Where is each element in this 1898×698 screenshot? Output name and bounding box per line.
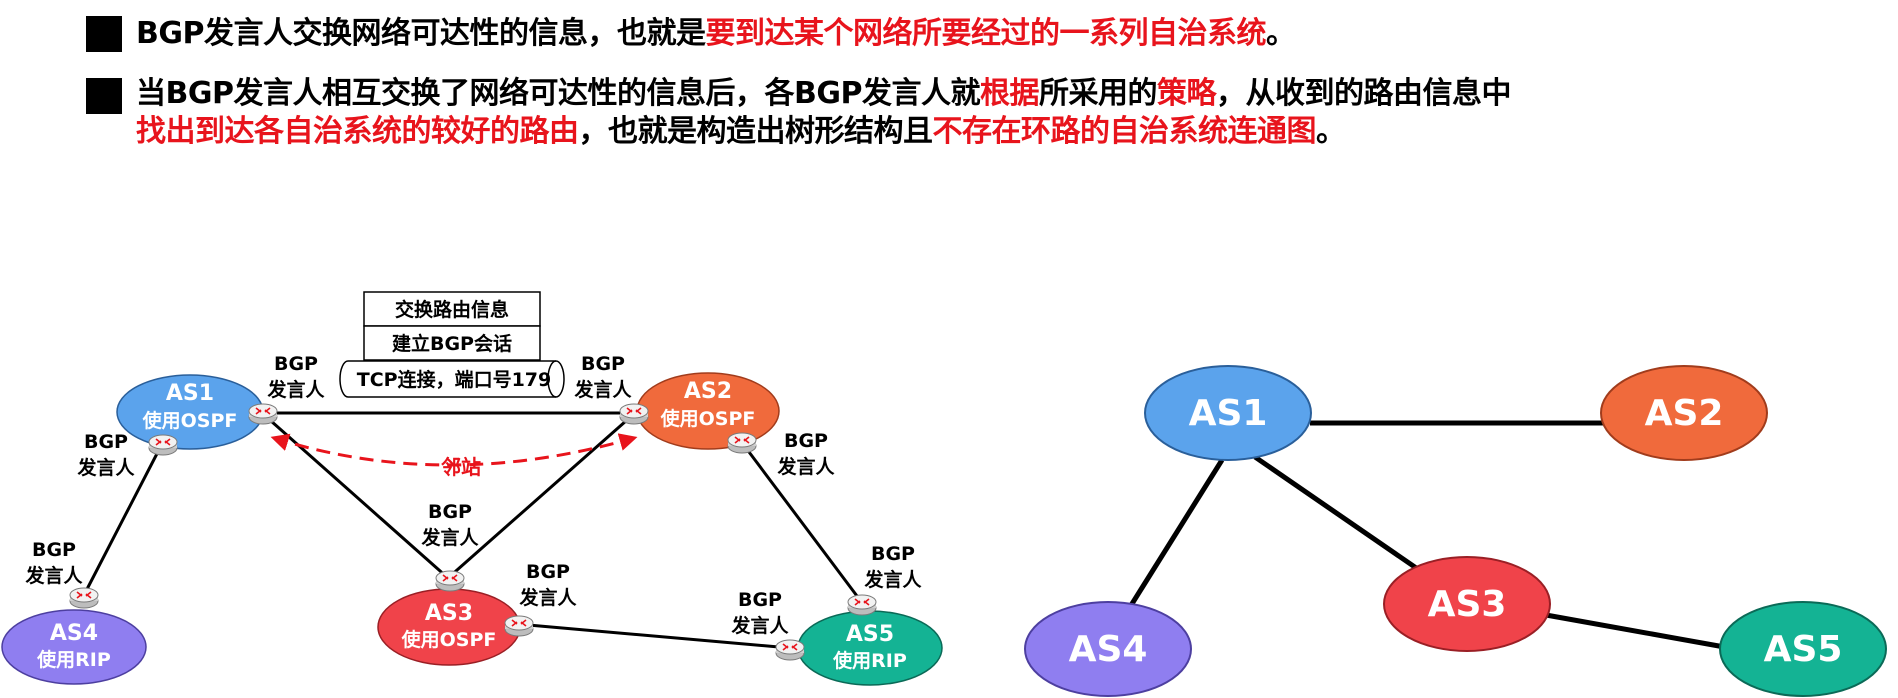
bullet-1-seg-2: 要到达某个网络所要经过的一系列自治系统: [705, 16, 1266, 51]
stack-label-1: 交换路由信息: [395, 298, 509, 321]
bullet-2-l1-seg-5: ，从收到的路由信息中: [1215, 76, 1512, 111]
speaker-label-role: 发言人: [863, 568, 922, 591]
speaker-label-role: 发言人: [730, 614, 789, 637]
tree-as1-label: AS1: [1189, 393, 1268, 434]
tree-as2-ellipse: [1600, 365, 1768, 461]
node-as2: AS2 使用OSPF: [636, 372, 780, 450]
bullet-2-l1-seg-3: 所采用的: [1038, 76, 1158, 111]
speaker-label-bgp: BGP: [274, 353, 318, 375]
speaker-label-bgp: BGP: [428, 501, 472, 523]
neighbor-arrow: [270, 433, 638, 467]
tree-as5-label: AS5: [1764, 629, 1843, 670]
bullet-1-seg-1: BGP发言人交换网络可达性的信息，也就是: [136, 16, 706, 51]
tree-link-as1-as4: [1122, 458, 1225, 617]
router-icon: [69, 587, 99, 609]
router-icon: [435, 570, 465, 592]
stack-box-2: [363, 325, 541, 361]
as3-protocol: 使用OSPF: [401, 629, 497, 651]
tree-node-as5: AS5: [1719, 601, 1887, 697]
speaker-label-role: 发言人: [573, 378, 632, 401]
bullet-marker-2: [86, 78, 122, 114]
as2-protocol: 使用OSPF: [660, 408, 756, 430]
as4-ellipse: [1, 609, 147, 685]
speaker-label-role: 发言人: [76, 456, 135, 479]
node-as5: AS5 使用RIP: [797, 610, 943, 686]
bullet-1-seg-3: 。: [1265, 16, 1296, 51]
router-icon: [248, 403, 278, 425]
stack-label-2: 建立BGP会话: [392, 332, 512, 355]
speaker-label-role: 发言人: [24, 564, 83, 587]
tree-node-as1: AS1: [1144, 365, 1312, 461]
speaker-label-role: 发言人: [420, 526, 479, 549]
protocol-stack: 交换路由信息 建立BGP会话 TCP连接，端口号179: [339, 291, 565, 398]
node-as1: AS1 使用OSPF: [116, 374, 264, 450]
as4-protocol: 使用RIP: [36, 649, 111, 671]
bullet-marker-1: [86, 16, 122, 52]
link-as2-as5: [738, 439, 862, 601]
link-as1-as4: [82, 441, 165, 596]
tree-as4-ellipse: [1024, 601, 1192, 697]
bullet-2-line-1: 当BGP发言人相互交换了网络可达性的信息后，各BGP发言人就根据所采用的策略，从…: [136, 74, 1511, 114]
router-icon: [775, 639, 805, 661]
router-icon: [847, 594, 877, 616]
speaker-label-bgp: BGP: [738, 589, 782, 611]
tree-node-as2: AS2: [1600, 365, 1768, 461]
router-icon: [619, 403, 649, 425]
speaker-labels: BGP 发言人 BGP 发言人 BGP 发言人 BGP 发言人 BGP 发言人 …: [24, 353, 922, 637]
neighbor-label: 邻站: [441, 455, 481, 479]
bullet-2-l1-seg-1: 当BGP发言人相互交换了网络可达性的信息后，各BGP发言人就: [136, 76, 980, 111]
node-as4: AS4 使用RIP: [1, 609, 147, 685]
bullet-2-line-2: 找出到达各自治系统的较好的路由，也就是构造出树形结构且不存在环路的自治系统连通图…: [136, 112, 1346, 152]
tree-as3-label: AS3: [1428, 584, 1507, 625]
speaker-label-role: 发言人: [518, 586, 577, 609]
router-icon: [148, 434, 178, 456]
speaker-label-bgp: BGP: [581, 353, 625, 375]
as5-protocol: 使用RIP: [832, 650, 907, 672]
speaker-label-bgp: BGP: [871, 543, 915, 565]
speaker-label-bgp: BGP: [32, 539, 76, 561]
stack-label-3: TCP连接，端口号179: [357, 368, 552, 391]
as5-name: AS5: [846, 622, 894, 647]
as3-name: AS3: [425, 601, 473, 626]
tree-link-as3-as5: [1545, 612, 1731, 651]
speaker-label-bgp: BGP: [526, 561, 570, 583]
as4-name: AS4: [50, 621, 98, 646]
tree-as3-ellipse: [1383, 556, 1551, 652]
link-as2-as3: [447, 411, 636, 580]
tree-as2-label: AS2: [1645, 393, 1724, 434]
bullet-2-l2-seg-2: ，也就是构造出树形结构且: [578, 114, 934, 149]
bullet-2-l1-seg-2: 根据: [979, 76, 1040, 111]
router-icon: [504, 615, 534, 637]
tree-as4-label: AS4: [1069, 629, 1148, 670]
bullet-2-l2-seg-3: 不存在环路的自治系统连通图: [932, 114, 1317, 149]
tree-node-as3: AS3: [1383, 556, 1551, 652]
speaker-label-role: 发言人: [266, 378, 325, 401]
tree-as1-ellipse: [1144, 365, 1312, 461]
bullet-2-l2-seg-4: 。: [1316, 114, 1346, 149]
left-links: [82, 411, 862, 650]
node-as3: AS3 使用OSPF: [377, 588, 521, 666]
stack-box-1: [363, 291, 541, 327]
link-as3-as5: [516, 622, 791, 650]
tree-as5-ellipse: [1719, 601, 1887, 697]
bullet-2-l2-seg-1: 找出到达各自治系统的较好的路由: [136, 114, 579, 149]
speaker-label-bgp: BGP: [784, 430, 828, 452]
tree-node-as4: AS4: [1024, 601, 1192, 697]
bullet-2-l1-seg-4: 策略: [1156, 76, 1217, 111]
as2-name: AS2: [684, 379, 732, 404]
as1-protocol: 使用OSPF: [142, 410, 238, 432]
speaker-label-role: 发言人: [776, 455, 835, 478]
as1-name: AS1: [166, 381, 214, 406]
router-icon: [727, 432, 757, 454]
speaker-label-bgp: BGP: [84, 431, 128, 453]
bullet-1-text: BGP发言人交换网络可达性的信息，也就是要到达某个网络所要经过的一系列自治系统。: [136, 14, 1296, 54]
link-as1-as3: [261, 411, 449, 580]
stack-pipe-end: [547, 360, 557, 398]
